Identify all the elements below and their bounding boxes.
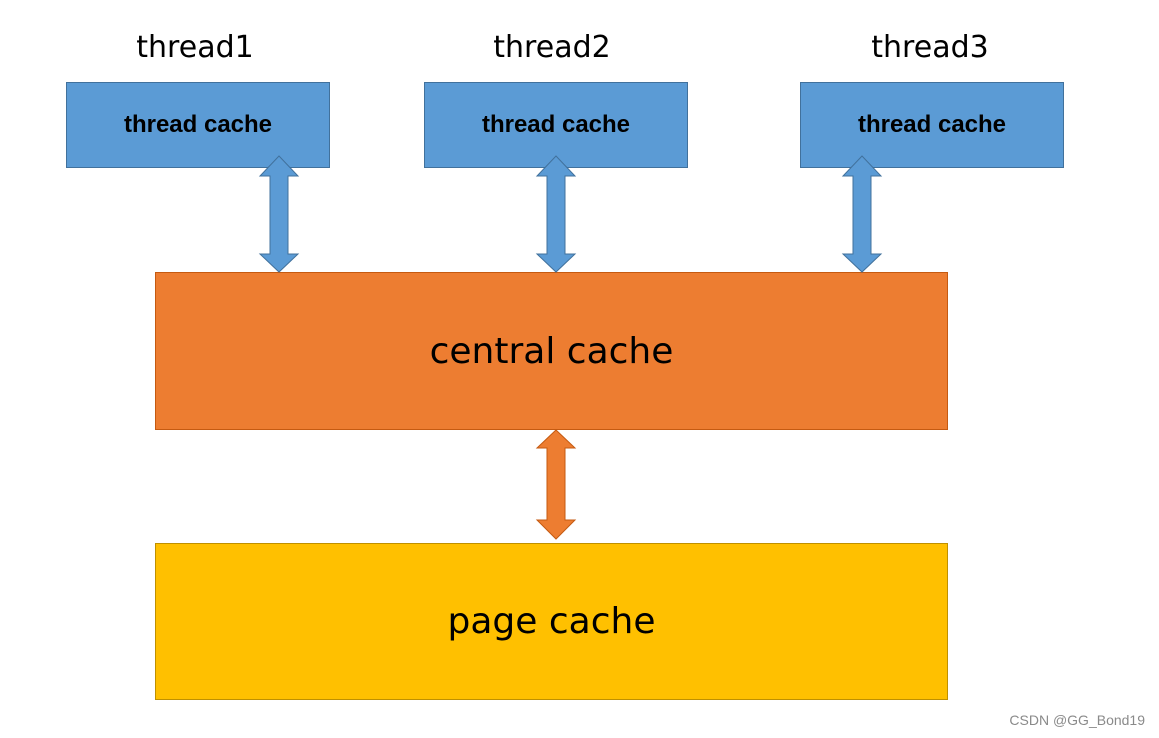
thread-cache-label-2: thread cache [481, 111, 631, 138]
thread1-label: thread1 [136, 30, 254, 65]
page-cache-box: page cache [155, 543, 948, 700]
thread-cache-box-3: thread cache [800, 82, 1064, 168]
thread-cache-label-3: thread cache [857, 111, 1007, 138]
double-arrow-thread2-central [535, 155, 577, 273]
double-arrow-thread3-central [841, 155, 883, 273]
page-cache-label: page cache [447, 601, 656, 642]
thread3-label: thread3 [871, 30, 989, 65]
central-cache-box: central cache [155, 272, 948, 430]
thread2-label: thread2 [493, 30, 611, 65]
watermark-text: CSDN @GG_Bond19 [1009, 712, 1145, 728]
thread-cache-box-1: thread cache [66, 82, 330, 168]
thread-cache-label-1: thread cache [123, 111, 273, 138]
double-arrow-thread1-central [258, 155, 300, 273]
double-arrow-central-page [535, 429, 577, 540]
thread-cache-box-2: thread cache [424, 82, 688, 168]
central-cache-label: central cache [429, 330, 674, 372]
